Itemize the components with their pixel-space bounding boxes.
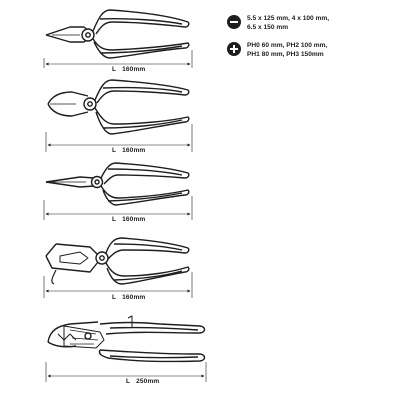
dimension-line-1 bbox=[43, 50, 193, 68]
water-pump-pliers-image bbox=[47, 315, 206, 363]
dimension-line-3 bbox=[43, 196, 193, 220]
dimension-line-5 bbox=[45, 362, 207, 382]
dimension-line-4 bbox=[43, 272, 193, 298]
long-nose-pliers-image bbox=[45, 162, 190, 206]
legend-phillips-text: PH0 60 mm, PH2 100 mm, PH1 80 mm, PH3 15… bbox=[247, 42, 328, 58]
legend-slotted-text: 5.5 x 125 mm, 4 x 100 mm, 6.5 x 150 mm bbox=[247, 15, 330, 31]
plus-icon bbox=[227, 42, 241, 56]
legend-slotted: 5.5 x 125 mm, 4 x 100 mm, 6.5 x 150 mm bbox=[227, 14, 329, 32]
dimension-line-2 bbox=[45, 124, 193, 152]
diagonal-cutters-image bbox=[47, 79, 190, 135]
minus-icon bbox=[227, 15, 241, 29]
legend-phillips: PH0 60 mm, PH2 100 mm, PH1 80 mm, PH3 15… bbox=[227, 41, 327, 59]
combination-pliers-image bbox=[45, 9, 190, 59]
wire-strippers-image bbox=[45, 237, 190, 285]
